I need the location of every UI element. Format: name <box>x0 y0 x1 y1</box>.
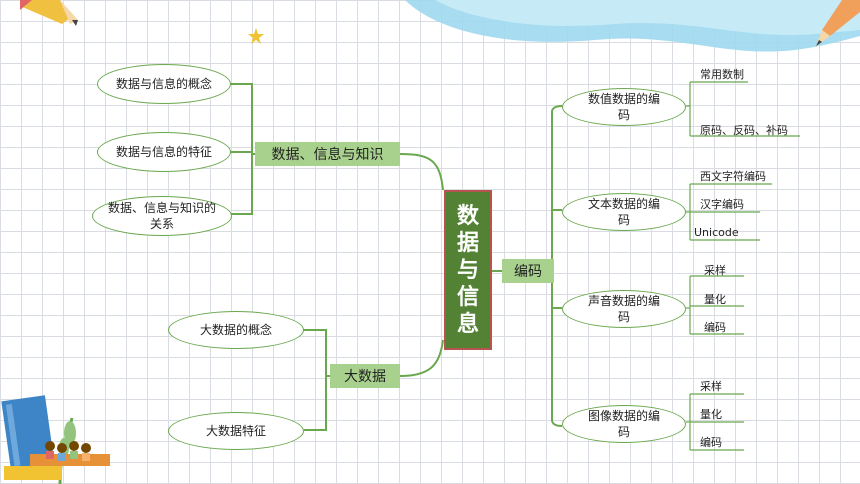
leaf-western-char-encoding: 西文字符编码 <box>700 170 766 183</box>
branch-knowledge-label: 数据、信息与知识 <box>271 147 384 163</box>
branch-encoding-box: 编码 <box>502 259 554 283</box>
oval-relationship-label: 数据、信息与知识的关系 <box>107 201 216 231</box>
oval-numeric-encoding-label: 数值数据的编码 <box>587 92 660 122</box>
leaf-unicode: Unicode <box>694 226 739 239</box>
center-char-4: 信 <box>456 284 479 310</box>
books-children-illustration <box>1 395 110 484</box>
oval-text-encoding: 文本数据的编码 <box>562 193 686 231</box>
oval-bigdata-concept-label: 大数据的概念 <box>199 323 272 337</box>
branch-knowledge-box: 数据、信息与知识 <box>255 142 400 166</box>
oval-bigdata-concept: 大数据的概念 <box>168 311 304 349</box>
oval-bigdata-features-label: 大数据特征 <box>205 424 266 438</box>
center-node-data-and-information: 数 据 与 信 息 <box>444 190 492 350</box>
leaf-sound-encoding: 编码 <box>704 321 726 334</box>
oval-sound-encoding: 声音数据的编码 <box>562 290 686 328</box>
leaf-chinese-char-encoding: 汉字编码 <box>700 198 744 211</box>
pencil-top-left-decoration <box>20 0 78 26</box>
center-char-2: 据 <box>456 230 479 256</box>
leaf-image-sampling: 采样 <box>700 380 722 393</box>
leaf-common-number-systems: 常用数制 <box>700 68 744 81</box>
branch-encoding-label: 编码 <box>514 264 542 280</box>
oval-concept-label: 数据与信息的概念 <box>115 77 212 91</box>
leaf-sound-sampling: 采样 <box>704 264 726 277</box>
oval-numeric-encoding: 数值数据的编码 <box>562 88 686 126</box>
water-splash-decoration <box>405 0 860 52</box>
center-char-3: 与 <box>456 257 479 283</box>
center-char-5: 息 <box>456 311 479 337</box>
leaf-sign-ones-twos-complement: 原码、反码、补码 <box>700 124 788 137</box>
leaf-image-quantization: 量化 <box>700 408 722 421</box>
oval-bigdata-features: 大数据特征 <box>168 412 304 450</box>
oval-characteristics-label: 数据与信息的特征 <box>115 145 212 159</box>
oval-image-encoding-label: 图像数据的编码 <box>587 409 660 439</box>
pencil-top-right-decoration <box>816 0 860 46</box>
center-char-1: 数 <box>456 203 479 229</box>
branch-bigdata-label: 大数据 <box>344 369 386 385</box>
leaf-sound-quantization: 量化 <box>704 293 726 306</box>
oval-characteristics: 数据与信息的特征 <box>97 132 231 172</box>
oval-relationship: 数据、信息与知识的关系 <box>92 196 232 236</box>
oval-sound-encoding-label: 声音数据的编码 <box>587 294 660 324</box>
branch-bigdata-box: 大数据 <box>330 364 400 388</box>
oval-image-encoding: 图像数据的编码 <box>562 405 686 443</box>
leaf-image-encoding: 编码 <box>700 436 722 449</box>
oval-text-encoding-label: 文本数据的编码 <box>587 197 660 227</box>
oval-concept: 数据与信息的概念 <box>97 64 231 104</box>
star-icon <box>248 28 264 44</box>
